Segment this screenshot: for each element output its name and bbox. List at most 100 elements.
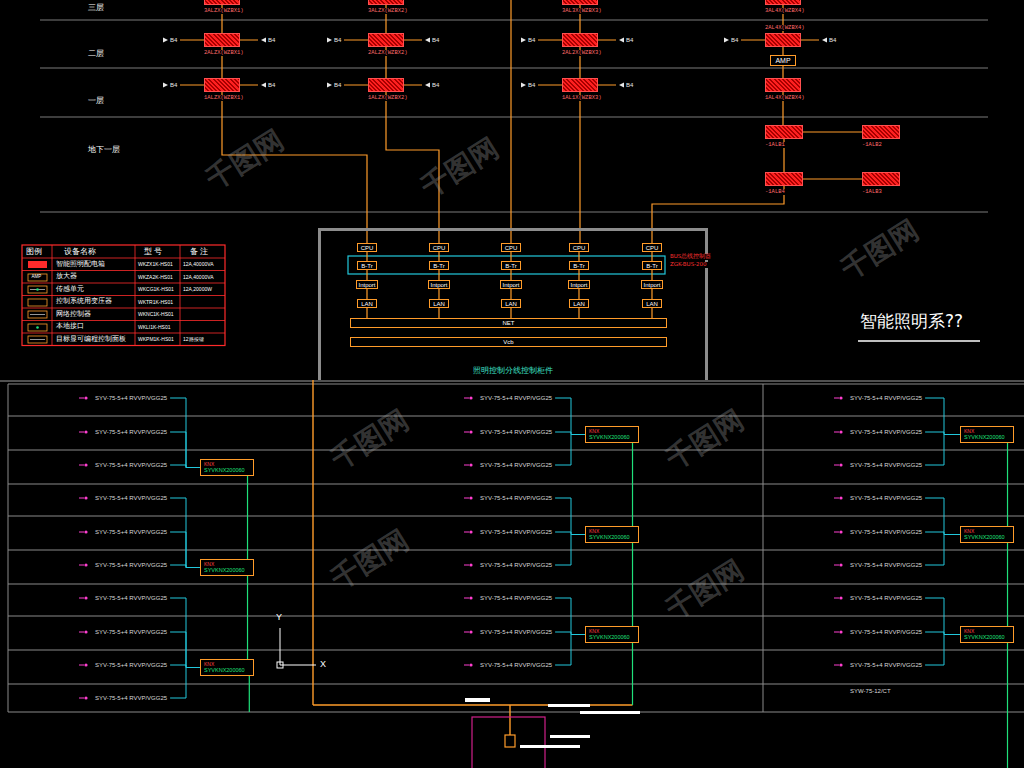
- connector: [803, 178, 862, 179]
- axis-line: [280, 628, 281, 665]
- label-text: WKZA2K-HS01: [138, 275, 173, 280]
- module-box: Intport: [428, 280, 449, 289]
- module-box: CPU: [357, 243, 377, 252]
- label-text: 二层: [88, 50, 104, 58]
- grid-line: [8, 416, 1024, 417]
- cable-spec: SYV-75-5+4 RVVP/VGG25: [95, 529, 167, 535]
- bus-band: NET: [350, 318, 667, 328]
- label-text: B4: [432, 82, 439, 88]
- terminal-stub: [834, 632, 839, 633]
- grid-line: [8, 516, 1024, 517]
- connector: [366, 289, 367, 299]
- terminal-stub: [79, 632, 84, 633]
- label-text: ZGK-BUS-200: [669, 262, 708, 268]
- box-label: 2ALZX(WZBX2): [367, 50, 409, 56]
- box-text: KNX: [964, 629, 974, 634]
- distribution-box: -1ALB3: [862, 172, 900, 186]
- watermark: 千图网: [202, 126, 288, 194]
- box-text: SYVKNX200060: [589, 435, 630, 441]
- terminal-stub: [79, 532, 84, 533]
- box-text: SYVKNX200060: [204, 468, 245, 474]
- terminal-dot: [469, 630, 472, 633]
- watermark: 千图网: [662, 556, 748, 624]
- terminal-dot: [84, 430, 87, 433]
- terminal-stub: [834, 532, 839, 533]
- box-text: KNX: [589, 629, 599, 634]
- bus-band: Vcb: [350, 337, 667, 347]
- terminal-stub: [464, 432, 469, 433]
- label-text: B4: [268, 82, 275, 88]
- legend-symbol: [26, 298, 50, 307]
- label-text: 12A,20000W: [183, 287, 212, 292]
- terminal-dot: [84, 696, 87, 699]
- label-text: B4: [334, 82, 341, 88]
- terminal-mark: [163, 83, 168, 88]
- connector: [366, 308, 367, 318]
- terminal-stub: [834, 398, 839, 399]
- terminal-stub: [79, 665, 84, 666]
- cable-spec: SYW-75-12/CT: [850, 688, 891, 694]
- label-text: 地下一层: [88, 146, 120, 154]
- cable-spec: SYV-75-5+4 RVVP/VGG25: [95, 629, 167, 635]
- terminal-dot: [469, 430, 472, 433]
- signal-wire: [555, 598, 585, 635]
- module-box: CPU: [642, 243, 662, 252]
- box-label: 3AL3X(WZBX3): [561, 8, 603, 14]
- stub-line: [240, 40, 258, 41]
- terminal-dot: [469, 663, 472, 666]
- module-box: Intport: [356, 280, 377, 289]
- grid-line: [8, 484, 1024, 485]
- box-text: KNX: [964, 529, 974, 534]
- table-rule: [22, 295, 225, 296]
- module-box: CPU: [429, 243, 449, 252]
- table-rule: [22, 270, 225, 271]
- terminal-mark: [327, 83, 332, 88]
- connector: [578, 252, 579, 261]
- floor-line: [40, 212, 988, 213]
- control-module: KNXSYVKNX200060: [585, 526, 639, 543]
- terminal-dot: [84, 530, 87, 533]
- terminal-mark: [521, 83, 526, 88]
- watermark: 千图网: [837, 216, 923, 284]
- signal-wire: [555, 435, 585, 466]
- connector: [366, 270, 367, 280]
- distribution-box: 1ALZX(WZBX2): [368, 78, 404, 92]
- box-text: Intport: [570, 282, 587, 288]
- terminal-stub: [79, 565, 84, 566]
- distribution-box: 3AL4X(WZBX4): [765, 0, 801, 5]
- white-bar: [550, 735, 590, 738]
- signal-wire: [925, 598, 960, 635]
- module-box: Intport: [500, 280, 521, 289]
- stub-line: [598, 40, 616, 41]
- cable-spec: SYV-75-5+4 RVVP/VGG25: [480, 662, 552, 668]
- symbol-frame: [28, 274, 47, 281]
- connector: [578, 270, 579, 280]
- module-box: B-Tr: [357, 261, 377, 270]
- terminal-stub: [834, 432, 839, 433]
- legend-text: 传感单元: [56, 286, 84, 293]
- table-rule: [135, 245, 136, 346]
- cable-spec: SYV-75-5+4 RVVP/VGG25: [850, 395, 922, 401]
- legend-row: 智能照明配电箱: [22, 258, 135, 271]
- terminal-stub: [464, 398, 469, 399]
- symbol-line: [30, 339, 45, 340]
- terminal-dot: [469, 496, 472, 499]
- table-rule: [180, 245, 181, 346]
- legend-text: 本地接口: [56, 323, 84, 330]
- cable-spec: SYV-75-5+4 RVVP/VGG25: [850, 629, 922, 635]
- control-cabinet: 照明控制分线控制柜件CPUCPUCPUCPUCPUB-TrB-TrB-TrB-T…: [318, 228, 708, 380]
- terminal-stub: [79, 465, 84, 466]
- legend-symbol: [26, 323, 50, 332]
- label-text: 设备名称: [64, 248, 96, 256]
- terminal-mark: [521, 38, 526, 43]
- signal-wire: [555, 498, 585, 535]
- label-text: B4: [432, 37, 439, 43]
- label-text: 型 号: [144, 248, 162, 256]
- box-text: Intport: [643, 282, 660, 288]
- cable-spec: SYV-75-5+4 RVVP/VGG25: [480, 395, 552, 401]
- terminal-mark: [619, 83, 624, 88]
- box-text: KNX: [589, 529, 599, 534]
- module-box: CPU: [501, 243, 521, 252]
- box-text: B-Tr: [505, 263, 516, 269]
- connector: [247, 576, 248, 659]
